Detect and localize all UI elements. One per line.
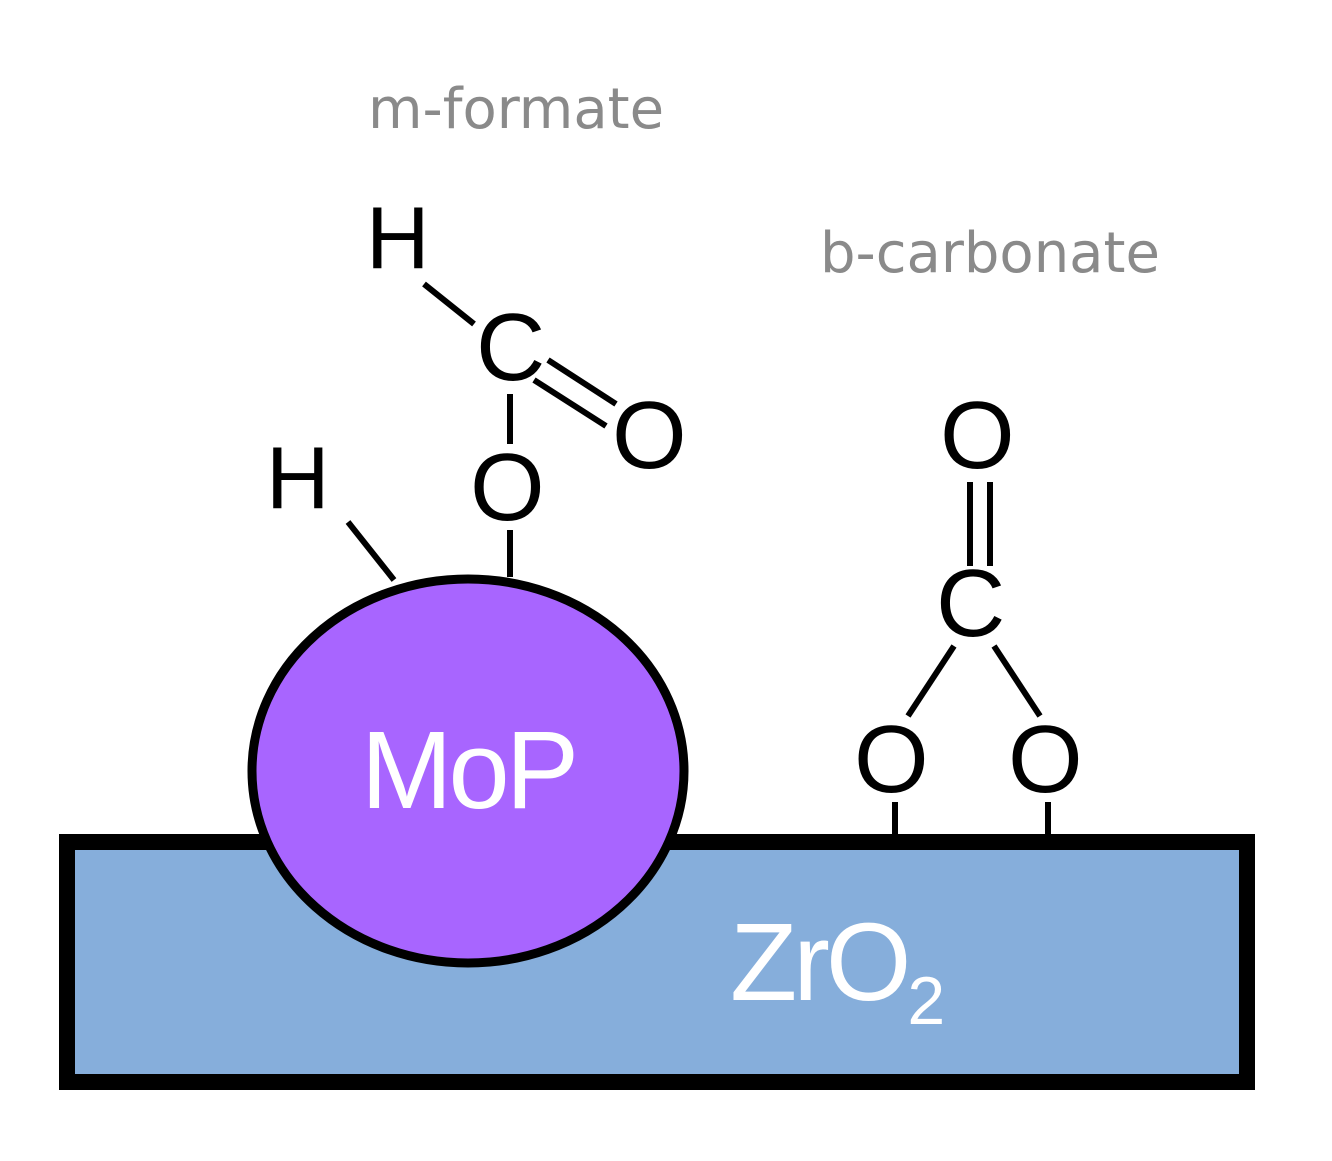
bond-h-c-formate bbox=[422, 281, 476, 327]
bond-c-o-left bbox=[905, 644, 957, 718]
bond-c-o-double-2 bbox=[532, 377, 608, 429]
atom-o-carbonate-left: O bbox=[854, 706, 929, 813]
atom-c-formate: C bbox=[476, 294, 545, 401]
bond-h-mop bbox=[345, 520, 397, 582]
atom-o-formate-bridge: O bbox=[470, 434, 545, 541]
m-formate-label: m-formate bbox=[368, 77, 664, 142]
atom-h-surface: H bbox=[266, 428, 330, 527]
b-carbonate-label: b-carbonate bbox=[820, 221, 1160, 286]
atom-o-carbonate-top: O bbox=[940, 382, 1015, 489]
zro2-label: ZrO2 bbox=[730, 901, 942, 1039]
atom-c-carbonate: C bbox=[936, 550, 1005, 657]
atom-o-formate-double: O bbox=[612, 382, 687, 489]
atom-h-formate: H bbox=[366, 188, 430, 287]
mop-label: MoP bbox=[361, 709, 575, 832]
bond-c-o-double-1 bbox=[546, 357, 618, 407]
bond-c-o-right bbox=[991, 644, 1043, 718]
atom-o-carbonate-right: O bbox=[1008, 706, 1083, 813]
mop-particle bbox=[247, 574, 689, 968]
zro2-support bbox=[59, 834, 1255, 1090]
